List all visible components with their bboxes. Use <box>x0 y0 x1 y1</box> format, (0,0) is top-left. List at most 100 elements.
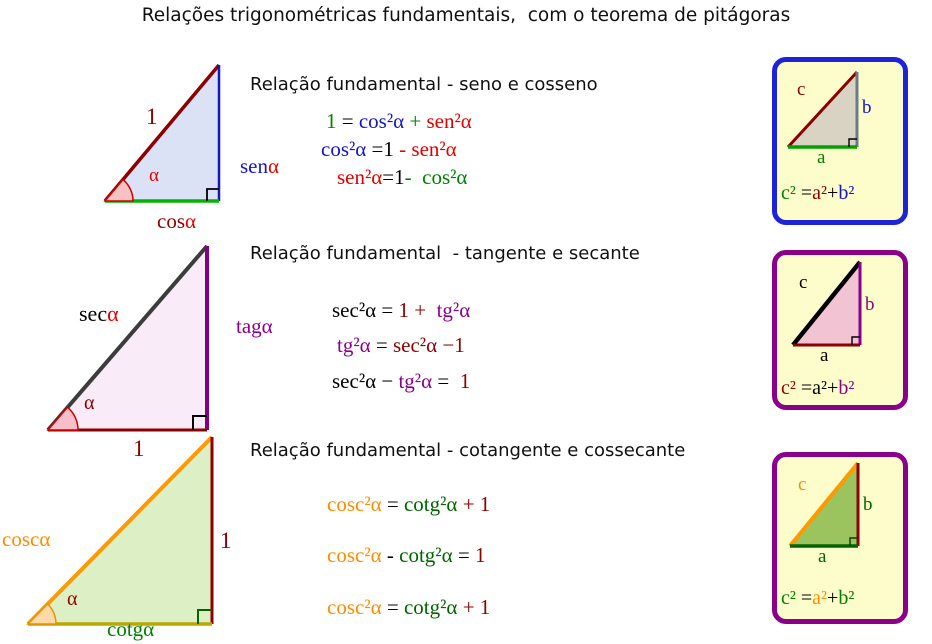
s3-formula-1: cosc²α = cotg²α + 1 <box>327 492 490 517</box>
section-2-heading: Relação fundamental - tangente e secante <box>250 243 640 264</box>
text-part: 1 <box>474 543 486 567</box>
text-part: - <box>399 137 412 161</box>
s1-formula-1: 1 = cos²α + sen²α <box>326 109 472 134</box>
pythagoras-box-1: c b a c² =a²+b² <box>772 57 908 225</box>
text-part: c <box>798 474 807 495</box>
text-part: cotg²α <box>403 492 458 516</box>
right-angle-marker <box>851 336 860 345</box>
text-part: 1 <box>133 436 145 461</box>
text-part: α <box>268 154 280 178</box>
t3-right-label: 1 <box>220 528 232 553</box>
text-part: cos²α <box>416 165 468 189</box>
text-part: c² <box>781 587 801 609</box>
text-part: a² <box>812 182 828 204</box>
text-part: = <box>341 109 359 133</box>
hypotenuse-c <box>786 70 859 149</box>
text-part: b² <box>838 587 855 609</box>
angle-arc <box>46 406 79 431</box>
text-part: c <box>797 79 806 100</box>
text-part: α <box>149 165 159 186</box>
t2-right-label: tagα <box>236 314 273 338</box>
right-angle-marker <box>206 188 219 201</box>
triangle-cotg-cosec <box>26 435 214 626</box>
t3-angle-label: α <box>67 588 77 610</box>
text-part: cotg²α <box>403 595 458 619</box>
text-part: − <box>381 369 399 393</box>
box-2-label-b: b <box>865 294 875 316</box>
text-part: tagα <box>236 314 273 338</box>
angle-arc <box>103 178 134 202</box>
t2-bottom-label: 1 <box>133 436 145 461</box>
angle-arc <box>26 602 57 625</box>
text-part: = <box>800 182 813 204</box>
hypotenuse-c <box>791 260 862 347</box>
box-3-equation: c² =a²+b² <box>781 587 854 609</box>
box-2-triangle <box>791 260 862 347</box>
text-part: + <box>827 587 839 609</box>
text-part: - <box>386 543 400 567</box>
text-part: a <box>817 147 826 168</box>
t3-hyp-label: coscα <box>2 527 51 551</box>
box-1-triangle <box>786 70 859 149</box>
text-part: = <box>381 298 399 322</box>
triangle-sin-cos <box>103 63 221 203</box>
text-part: = <box>386 595 404 619</box>
text-part: sen²α <box>337 165 383 189</box>
text-part: sen²α <box>426 109 472 133</box>
text-part: α <box>84 392 95 414</box>
s1-formula-3: sen²α=1- cos²α <box>337 165 467 190</box>
text-part: = <box>386 492 404 516</box>
box-1-label-b: b <box>862 97 872 119</box>
text-part: 1 <box>398 298 415 322</box>
text-part: sec <box>79 301 108 326</box>
text-part: tg²α <box>337 333 376 357</box>
hypotenuse-c <box>788 461 860 548</box>
text-part: sen <box>240 154 268 178</box>
text-part: - <box>404 165 417 189</box>
text-part: + <box>457 492 480 516</box>
text-part: c <box>799 272 808 293</box>
text-part: α <box>185 209 197 233</box>
box-3-label-b: b <box>863 494 873 516</box>
t1-bottom-label: cosα <box>157 209 197 233</box>
hypotenuse-cosc <box>26 435 214 626</box>
text-part: = <box>452 543 475 567</box>
text-part: b <box>862 97 872 118</box>
right-angle-marker <box>848 138 857 147</box>
t2-hyp-label: secα <box>79 301 119 326</box>
text-part: coscα <box>2 527 51 551</box>
text-part: 1 <box>220 528 232 553</box>
text-part: + <box>827 377 839 399</box>
text-part: b² <box>838 377 855 399</box>
text-part: b <box>863 494 873 515</box>
text-part: a <box>820 345 829 366</box>
text-part: α <box>67 588 78 610</box>
t2-angle-label: α <box>84 392 94 414</box>
text-part: −1 <box>442 333 465 357</box>
s3-formula-2: cosc²α - cotg²α = 1 <box>327 543 485 568</box>
text-part: sec²α <box>332 369 382 393</box>
text-part: sec²α <box>332 298 382 322</box>
text-part: =1 <box>382 165 405 189</box>
text-part: = <box>800 377 813 399</box>
text-part: sec²α <box>392 333 443 357</box>
t1-hyp-label: 1 <box>146 104 158 129</box>
box-3-label-a: a <box>818 546 827 568</box>
t3-bottom-label: cotgα <box>107 617 154 641</box>
text-part: cos <box>157 209 185 233</box>
s2-formula-1: sec²α = 1 + tg²α <box>332 298 470 323</box>
section-3-heading: Relação fundamental - cotangente e cosse… <box>250 440 686 461</box>
box-3-triangle <box>788 461 860 548</box>
text-part: cotg²α <box>399 543 453 567</box>
text-part: 1 <box>326 109 342 133</box>
text-part: 1 <box>479 595 491 619</box>
s1-formula-2: cos²α =1 - sen²α <box>321 137 457 162</box>
text-part: sen²α <box>411 137 457 161</box>
box-2-label-a: a <box>820 345 829 367</box>
text-part: a² <box>812 587 828 609</box>
t1-right-label: senα <box>240 154 280 178</box>
text-part: a <box>818 546 827 567</box>
box-1-equation: c² =a²+b² <box>781 182 854 204</box>
s3-formula-3: cosc²α = cotg²α + 1 <box>327 595 490 620</box>
pythagoras-box-3: c b a c² =a²+b² <box>772 452 908 624</box>
